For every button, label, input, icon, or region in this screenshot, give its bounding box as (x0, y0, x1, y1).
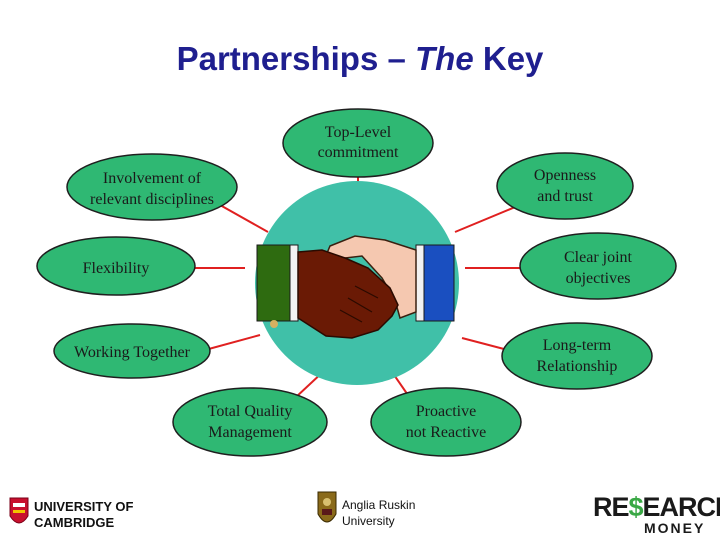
node-clear-joint-objectives: Clear joint objectives (519, 232, 677, 300)
node-total-quality-management: Total Quality Management (172, 387, 328, 457)
node-label: Relationship (537, 358, 618, 375)
node-proactive-not-reactive: Proactive not Reactive (370, 387, 522, 457)
cambridge-line1: UNIVERSITY OF (34, 499, 134, 514)
node-label: objectives (566, 270, 631, 287)
node-label: Management (208, 424, 292, 441)
anglia-line1: Anglia Ruskin (342, 498, 415, 512)
node-label: Working Together (74, 344, 191, 361)
research-money-re: RE (593, 492, 629, 522)
connector-involvement (219, 204, 269, 233)
slide-title: Partnerships – The Key (0, 40, 720, 78)
node-label: Top-Level (325, 124, 392, 141)
research-money-line2: MONEY (644, 520, 705, 536)
node-label: Total Quality (208, 403, 293, 420)
connectors (190, 150, 528, 399)
research-money-earch: EARCH (643, 492, 720, 522)
title-emphasis: The (415, 40, 474, 77)
research-money-logo: RE$EARCH MONEY (593, 492, 720, 536)
node-flexibility: Flexibility (36, 236, 196, 296)
cambridge-logo: UNIVERSITY OF CAMBRIDGE (9, 497, 134, 530)
node-label: relevant disciplines (90, 191, 214, 208)
node-label: Involvement of (103, 170, 202, 187)
node-involvement-of-relevant-disciplines: Involvement of relevant disciplines (66, 153, 238, 221)
node-long-term-relationship: Long-term Relationship (501, 322, 653, 390)
node-label: not Reactive (406, 424, 486, 441)
cambridge-line2: CAMBRIDGE (34, 515, 114, 530)
connector-openness (454, 204, 521, 233)
node-label: Flexibility (83, 260, 150, 277)
anglia-ruskin-logo: Anglia Ruskin University (317, 491, 415, 528)
node-label: Clear joint (564, 249, 633, 266)
node-label: Long-term (543, 337, 612, 354)
node-working-together: Working Together (53, 323, 211, 379)
node-top-level-commitment: Top-Level commitment (282, 108, 434, 178)
node-label: and trust (537, 188, 593, 205)
anglia-crest-icon (317, 491, 337, 523)
title-part1: Partnerships – (176, 40, 416, 77)
node-label: Openness (534, 167, 596, 184)
cambridge-shield-icon (9, 497, 29, 524)
svg-text:RE$EARCH: RE$EARCH (593, 492, 720, 522)
node-label: commitment (318, 144, 399, 161)
handshake-icon (256, 235, 455, 339)
node-openness-and-trust: Openness and trust (496, 152, 634, 220)
research-money-dollar: $ (629, 492, 644, 522)
anglia-line2: University (342, 514, 395, 528)
connector-working (204, 334, 261, 351)
node-label: Proactive (416, 403, 476, 420)
title-part2: Key (473, 40, 544, 77)
